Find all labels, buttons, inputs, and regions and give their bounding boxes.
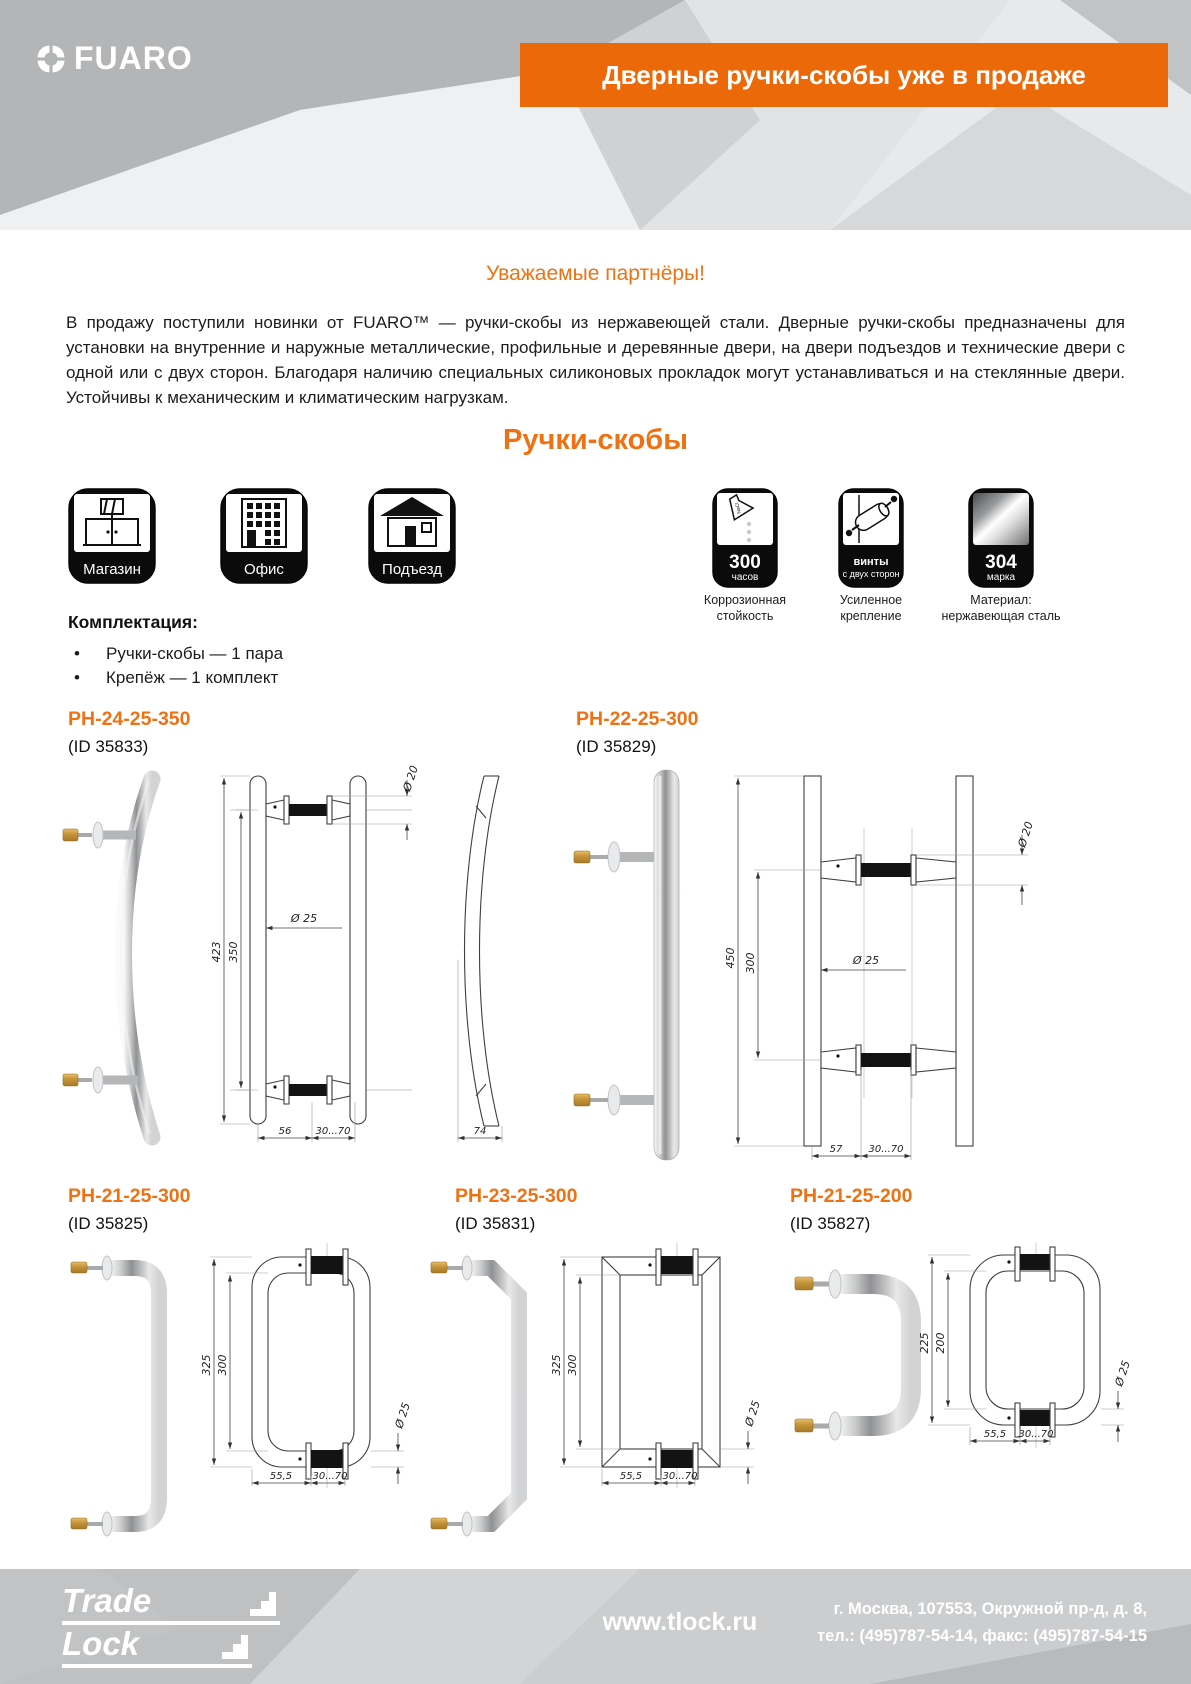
fuaro-logo-icon [37,45,65,72]
website: www.tlock.ru [602,1608,758,1636]
dim-label: 30...70 [316,1126,351,1137]
dim-label: 56 [279,1126,292,1137]
brand-name: FUARO [74,40,193,76]
product-id: (ID 35831) [455,1214,536,1233]
dim-label: 350 [227,942,240,963]
product-title: PH-22-25-300 [576,708,699,730]
dim-label: 57 [830,1144,843,1155]
product-title: PH-24-25-350 [68,708,191,730]
dim-label: 300 [744,953,757,974]
tech-drawing-ph-24-25-350: 423 350 Ø 20 Ø 25 56 30...70 [212,764,421,1142]
tech-drawing-ph-22-25-300: 450 300 Ø 20 Ø 25 57 30...70 [724,775,1036,1160]
package-title: Комплектация: [68,612,198,632]
brand-logo: FUARO [36,40,193,77]
dim-label: Ø 25 [392,1401,413,1431]
dim-label: 74 [474,1126,487,1137]
feature-badge-fixing: винты с двух сторон [838,488,904,588]
badge-value: 300 [729,552,761,573]
tech-drawing-ph-21-25-300: 325 300 Ø 25 55,5 30...70 [200,1243,413,1488]
greeting: Уважаемые партнёры! [486,262,705,285]
product-id: (ID 35829) [576,737,657,756]
dim-label: 30...70 [663,1471,698,1482]
product-photo-ph-21-25-300 [70,1255,167,1537]
tradelock-steps-icon [250,1592,276,1616]
product-title: PH-21-25-300 [68,1185,191,1207]
badge-unit: марка [987,572,1016,583]
dim-label: Ø 20 [1015,820,1036,850]
tradelock-steps-icon [222,1635,248,1659]
tech-drawing-ph-23-25-300: 325 300 Ø 25 55,5 30...70 [550,1243,763,1488]
dim-label: 423 [212,942,223,963]
promo-banner: Дверные ручки-скобы уже в продаже [520,43,1168,107]
dim-label: 30...70 [1019,1429,1054,1440]
section-title: Ручки-скобы [503,424,688,456]
feature-badge-material: 304 марка [968,488,1034,588]
intro-paragraph: В продажу поступили новинки от FUARO™ — … [66,313,1125,407]
store-icon [83,498,141,546]
product-photo-ph-24-25-350 [62,770,161,1146]
tradelock-word-top: Trade [62,1582,152,1619]
product-photo-ph-22-25-300 [573,769,680,1161]
dim-label: Ø 25 [1112,1359,1132,1389]
dim-label: 30...70 [313,1471,348,1482]
steel-icon [973,493,1029,545]
badge-unit: с двух сторон [843,569,900,579]
dim-label: Ø 20 [400,764,421,794]
badge-value: 304 [985,552,1017,573]
dim-label: 200 [934,1333,947,1354]
tradelock-logo: Trade Lock [62,1582,280,1668]
screws-icon [845,495,898,543]
dim-label: 55,5 [984,1429,1006,1440]
badge-value: винты [854,556,889,568]
usage-icon-label: Магазин [83,561,141,578]
house-icon [380,497,444,547]
dim-label: 325 [550,1355,563,1376]
badge-unit: часов [732,572,759,583]
product-id: (ID 35827) [790,1214,871,1233]
dim-label: 30...70 [869,1144,904,1155]
product-title: PH-23-25-300 [455,1185,578,1207]
dim-label: 325 [200,1355,213,1376]
dim-label: 300 [566,1355,579,1376]
product-id: (ID 35833) [68,737,149,756]
dim-label: 55,5 [270,1471,292,1482]
header-background [0,0,1191,230]
svg-text:NaCl: NaCl [734,502,742,514]
dim-label: Ø 25 [742,1399,763,1429]
product-photo-ph-23-25-300 [430,1255,527,1537]
dim-label: 450 [724,948,737,969]
usage-icon-entrance: Подъезд [368,488,456,584]
flask-icon: NaCl [728,493,755,543]
feature-caption-material: Материал:нержавеющая сталь [941,593,1061,623]
usage-icon-label: Подъезд [382,561,442,578]
usage-icon-store: Магазин [68,488,156,584]
package-item: Крепёж — 1 комплект [68,668,278,688]
feature-badge-corrosion: NaCl 300 часов [712,488,778,588]
usage-icon-office: Офис [220,488,308,584]
side-view-drawing-ph-24-25-350: 74 [457,775,503,1142]
tech-drawing-ph-21-25-200: 225 200 Ø 25 55,5 30...70 [918,1243,1132,1448]
address-line-1: г. Москва, 107553, Окружной пр-д, д. 8, [833,1600,1147,1618]
dim-label: 225 [918,1333,931,1354]
product-id: (ID 35825) [68,1214,149,1233]
dim-label: Ø 25 [290,912,317,925]
tradelock-word-bottom: Lock [62,1625,140,1662]
dim-label: 300 [216,1355,229,1376]
office-icon [241,498,287,548]
dim-label: Ø 25 [852,954,879,967]
dim-label: 55,5 [620,1471,642,1482]
contact-address: г. Москва, 107553, Окружной пр-д, д. 8, … [817,1596,1147,1650]
package-item: Ручки-скобы — 1 пара [68,644,283,664]
address-line-2: тел.: (495)787-54-14, факс: (495)787-54-… [817,1627,1147,1646]
product-photo-ph-21-25-200 [794,1269,921,1441]
usage-icon-label: Офис [244,561,284,578]
product-title: PH-21-25-200 [790,1185,913,1207]
